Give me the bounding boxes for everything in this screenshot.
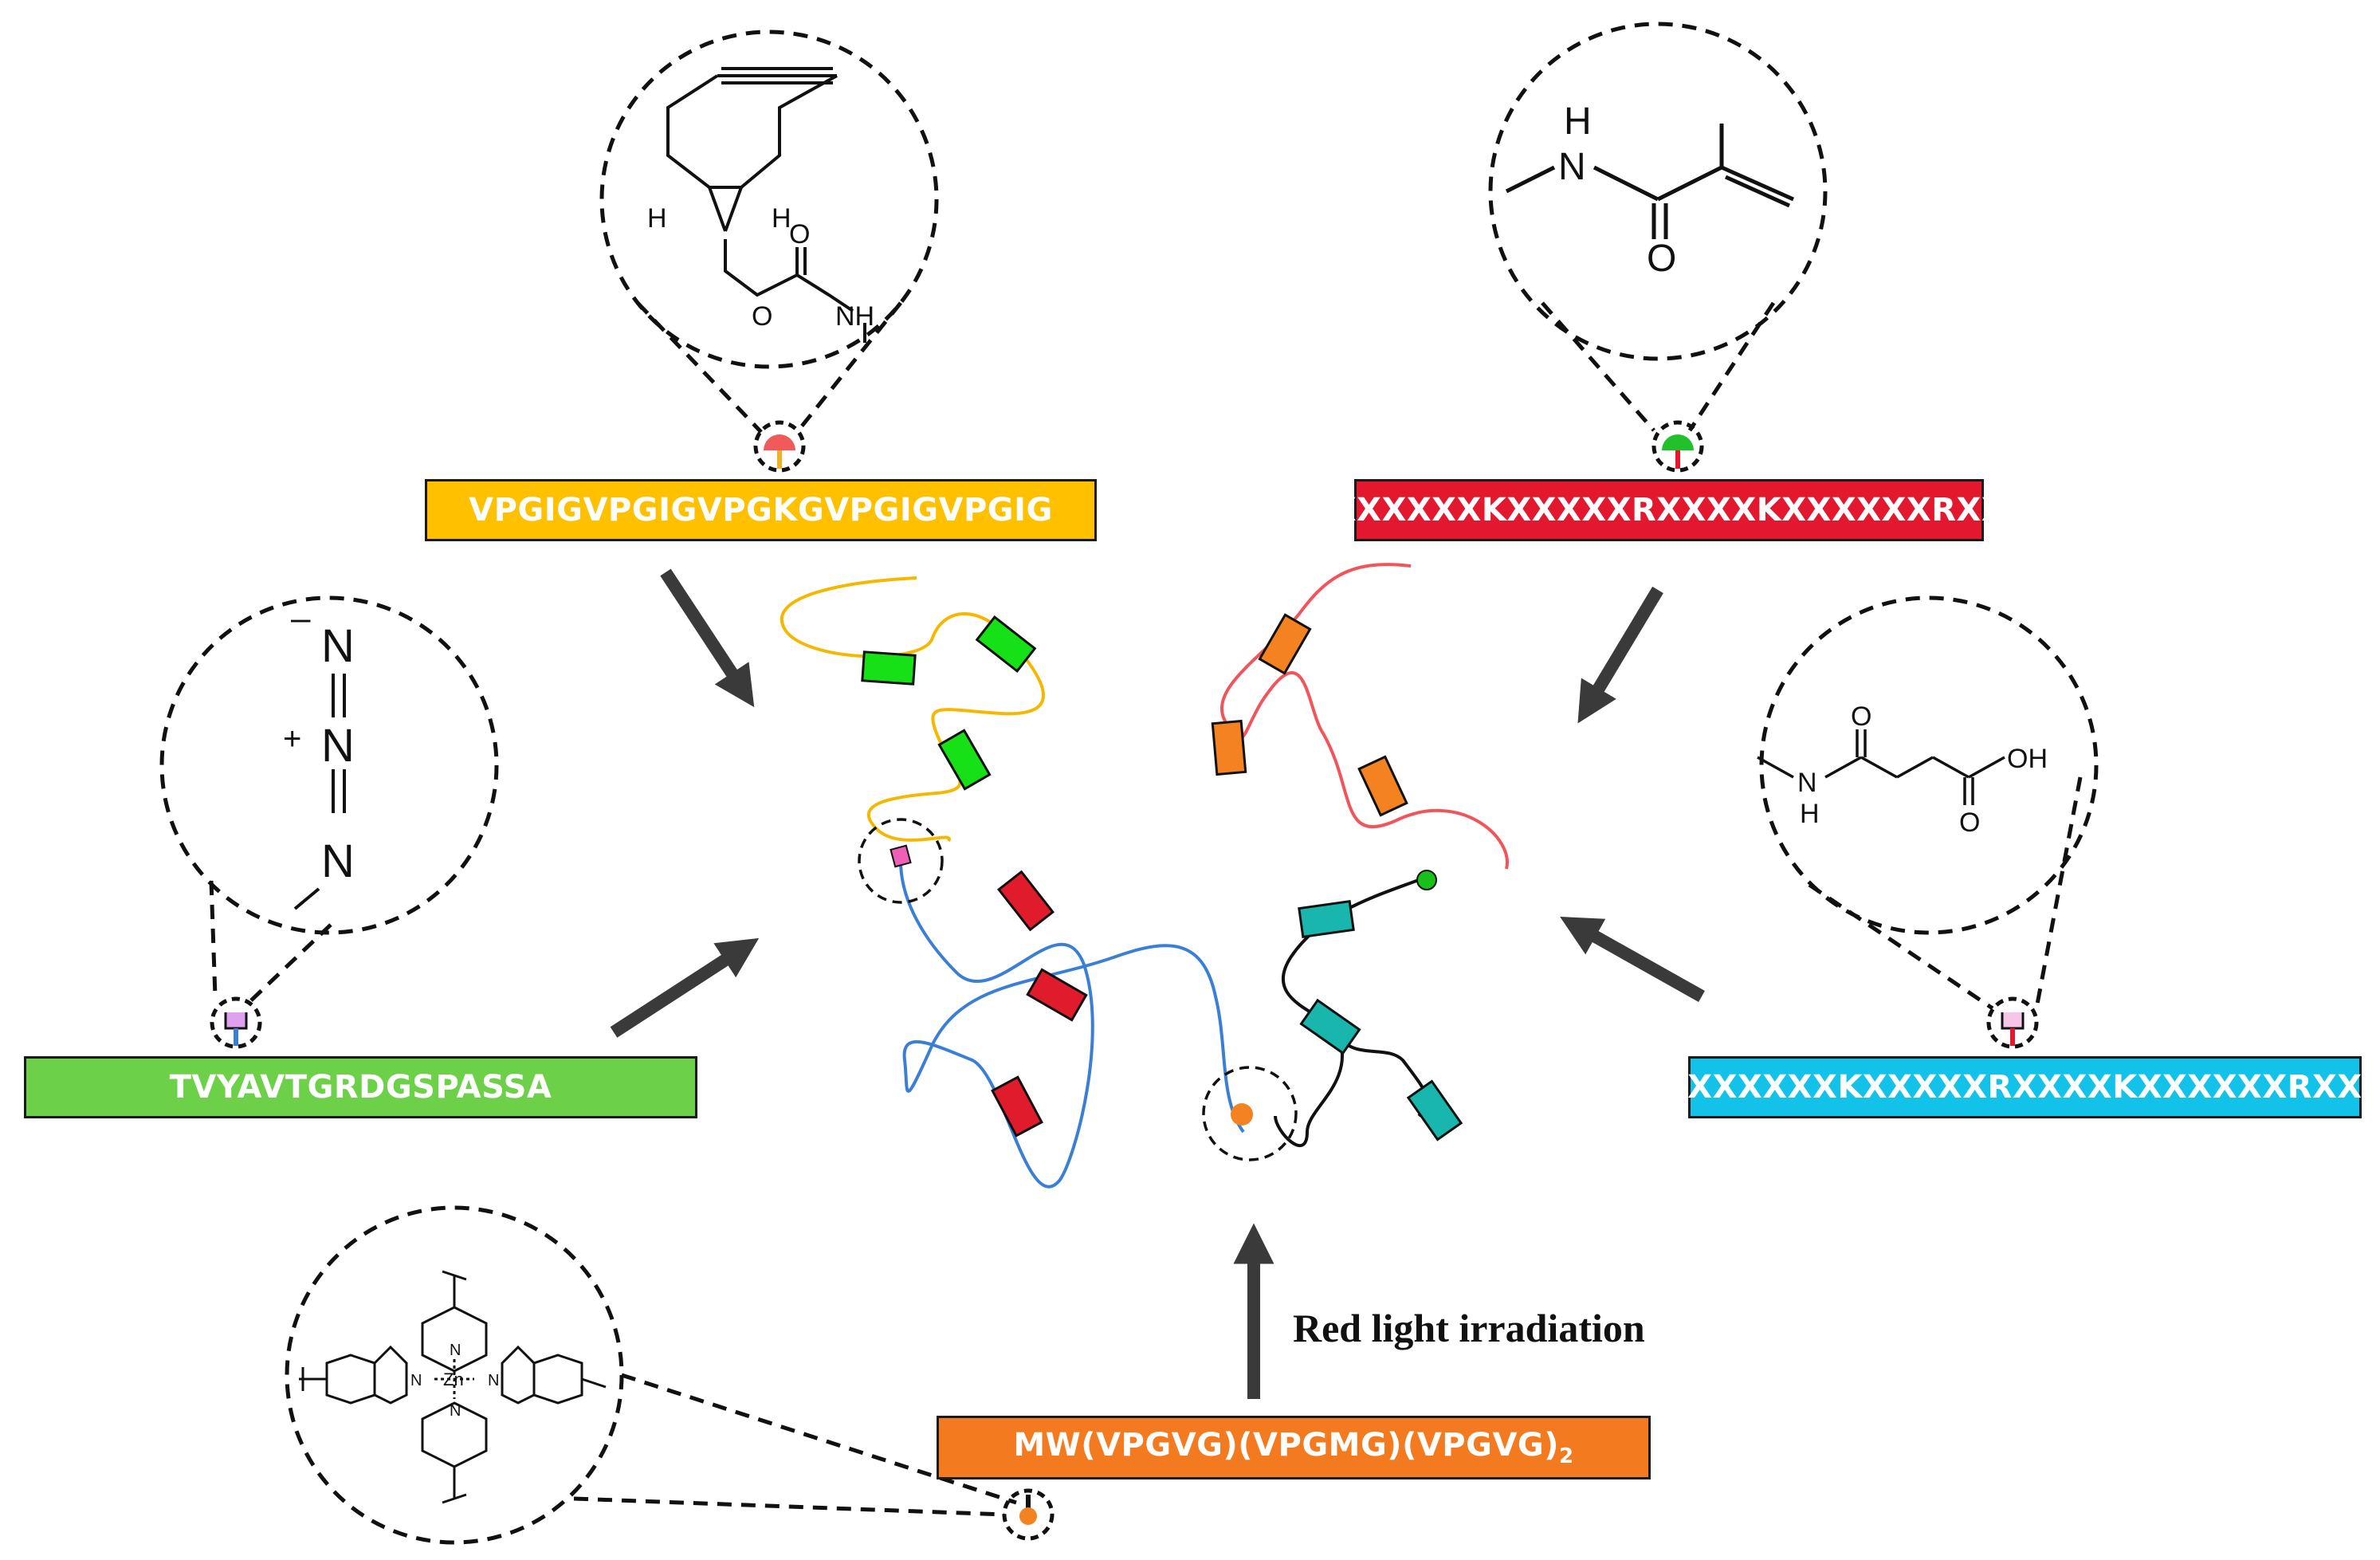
azide-n2: N	[321, 720, 355, 772]
zinc-callout	[285, 1205, 1055, 1545]
zinc-n-top: N	[450, 1342, 461, 1359]
sequence-text-orange-main: MW(VPGVG)(VPGMG)(VPGVG)	[1013, 1427, 1560, 1464]
sequence-label-yellow: VPGIGVPGIGVPGKGVPGIGVPGIG	[425, 479, 1097, 541]
sequence-text-cyan: XXXXXXKXXXXXRXXXXKXXXXXXRXX	[1687, 1069, 2362, 1106]
teal-block	[1406, 1079, 1463, 1142]
sequence-label-green: TVYAVTGRDGSPASSA	[24, 1056, 697, 1118]
sequence-label-cyan: XXXXXXKXXXXXRXXXXKXXXXXXRXX	[1687, 1056, 2362, 1118]
bcn-nh: NH	[835, 301, 874, 332]
orange-block	[1258, 613, 1312, 675]
bcn-h-left: H	[647, 203, 667, 234]
red-block	[997, 870, 1055, 932]
azide-callout	[159, 595, 499, 1049]
yellow-chain	[780, 576, 1046, 843]
arrows	[610, 568, 1705, 1399]
bcn-structure	[666, 67, 866, 343]
succinyl-o-bottom: O	[1959, 808, 1980, 838]
succinyl-callout	[1759, 595, 2099, 1049]
sequence-label-orange: MW(VPGVG)(VPGMG)(VPGVG)2	[937, 1416, 1651, 1479]
sequence-text-orange: MW(VPGVG)(VPGMG)(VPGVG)2	[1013, 1427, 1573, 1468]
red-block	[1026, 968, 1088, 1022]
sequence-text-red: XXXXXXKXXXXXRXXXXKXXXXXXRXX	[1331, 492, 2007, 529]
zinc-n-right: N	[488, 1372, 499, 1389]
succinyl-h: H	[1800, 799, 1820, 829]
green-block	[937, 729, 992, 791]
bcn-callout	[599, 29, 939, 473]
sequence-text-green: TVYAVTGRDGSPASSA	[169, 1069, 552, 1106]
zinc-n-left: N	[410, 1372, 422, 1389]
succinyl-o-top: O	[1851, 701, 1871, 732]
succinyl-atom-labels: N H O OH O	[1797, 701, 2048, 838]
azide-atom-labels: – N + N N	[283, 599, 355, 887]
teal-block	[1299, 998, 1361, 1055]
sequence-label-red: XXXXXXKXXXXXRXXXXKXXXXXXRXX	[1332, 479, 2006, 541]
red-chain	[1220, 563, 1509, 870]
sequence-text-orange-subscript: 2	[1559, 1444, 1574, 1468]
arrow-cyan-in	[1560, 916, 1705, 1002]
azide-plus: +	[283, 721, 301, 756]
amide-h: H	[1564, 100, 1592, 143]
bcn-h-right: H	[772, 203, 791, 234]
zinc-metal: Zn	[443, 1369, 464, 1389]
arrow-red-in	[1577, 586, 1663, 724]
red-block	[991, 1075, 1043, 1138]
succinyl-oh: OH	[2007, 744, 2048, 774]
zinc-atom-labels: Zn N N N N	[410, 1342, 499, 1420]
orange-block	[1211, 719, 1247, 776]
teal-block	[1298, 900, 1355, 938]
azide-structure	[293, 674, 346, 910]
irradiation-label: Red light irradiation	[1293, 1306, 1645, 1350]
amide-o: O	[1647, 238, 1676, 280]
bcn-o-ring: O	[752, 301, 772, 332]
zinc-n-bottom: N	[450, 1402, 461, 1420]
amide-atom-labels: H N O	[1558, 100, 1676, 280]
arrow-green-in	[610, 937, 760, 1038]
green-block	[975, 615, 1037, 673]
polymer-blocks	[861, 613, 1463, 1142]
azide-minus: –	[291, 599, 311, 638]
azide-n1: N	[321, 620, 355, 672]
arrow-yellow-in	[660, 568, 755, 708]
sequence-text-yellow: VPGIGVPGIGVPGKGVPGIGVPGIG	[469, 492, 1053, 529]
zinc-structure	[299, 1270, 607, 1504]
succinyl-n: N	[1797, 768, 1817, 798]
succinyl-structure	[1757, 729, 2005, 805]
amide-n: N	[1558, 146, 1586, 188]
amide-structure	[1505, 124, 1795, 239]
bcn-atom-labels: H H O O NH	[647, 203, 874, 332]
bcn-o-carbonyl: O	[789, 219, 810, 250]
azide-n3: N	[321, 835, 355, 887]
amide-callout	[1488, 22, 1828, 473]
orange-block	[1357, 755, 1408, 817]
blue-chain	[899, 860, 1245, 1189]
green-block	[861, 650, 917, 686]
